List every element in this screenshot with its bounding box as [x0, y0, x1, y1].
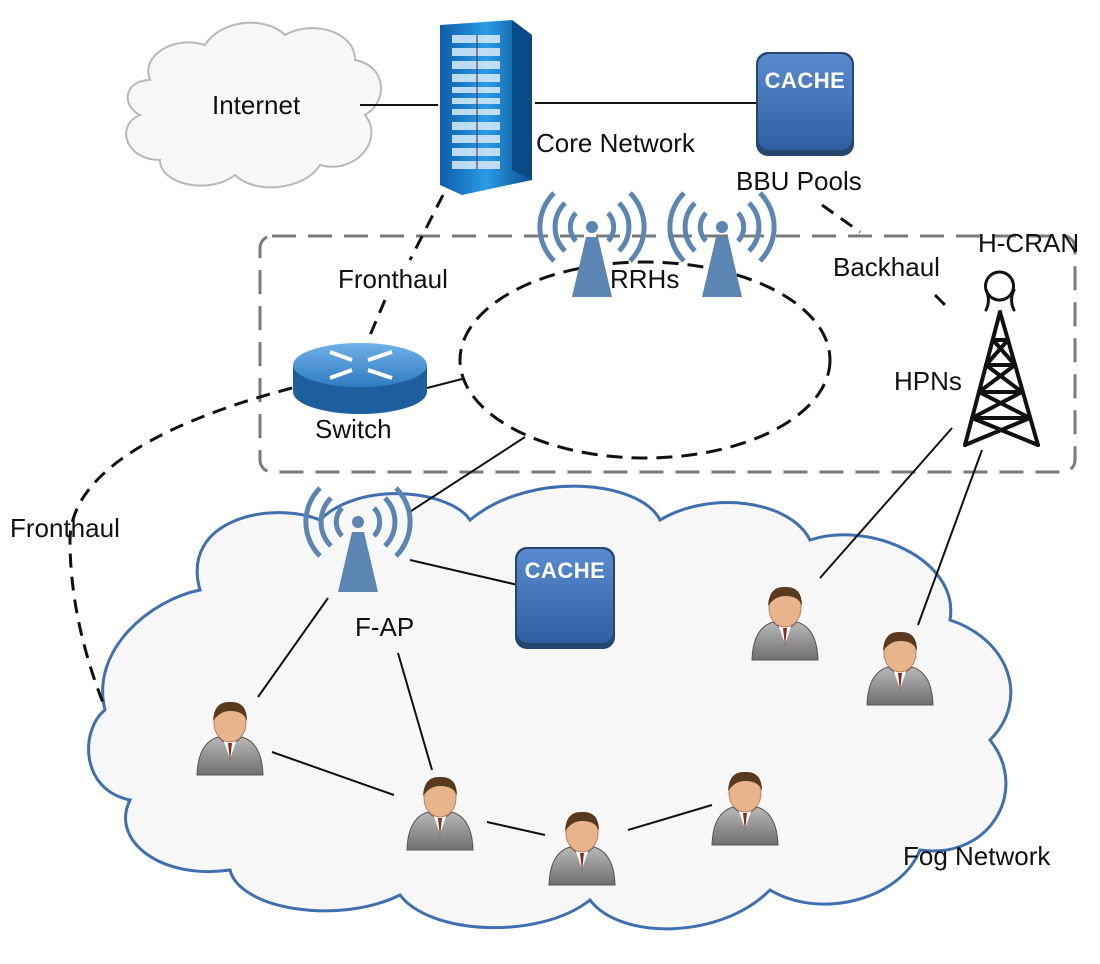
cache-icon-fog: CACHE	[515, 547, 615, 649]
cache-top-label: CACHE	[765, 68, 846, 93]
fronthaul-left-label: Fronthaul	[10, 513, 120, 543]
rrh-antenna-icon-2	[670, 193, 774, 297]
rrhs-label: RRHs	[610, 264, 679, 294]
fronthaul-top-label: Fronthaul	[338, 264, 448, 294]
f-ap-label: F-AP	[355, 612, 414, 642]
internet-label: Internet	[212, 90, 301, 120]
cache-icon-bbu: CACHE	[756, 52, 854, 156]
h-cran-label: H-CRAN	[978, 228, 1079, 258]
internet-cloud-icon	[125, 21, 382, 189]
core-network-label: Core Network	[536, 128, 696, 158]
switch-label: Switch	[315, 414, 392, 444]
cache-fog-label: CACHE	[525, 558, 606, 583]
bbu-pools-label: BBU Pools	[736, 166, 862, 196]
fog-network-label: Fog Network	[903, 841, 1051, 871]
switch-router-icon	[293, 343, 427, 414]
backhaul-label: Backhaul	[833, 252, 940, 282]
server-rack-icon	[440, 20, 532, 195]
dashed-links	[68, 194, 952, 709]
h-cran-boundary	[258, 234, 1077, 474]
cell-tower-icon	[963, 270, 1040, 447]
hpns-label: HPNs	[894, 366, 962, 396]
rrh-group-boundary	[458, 260, 832, 460]
solid-links	[257, 102, 983, 836]
